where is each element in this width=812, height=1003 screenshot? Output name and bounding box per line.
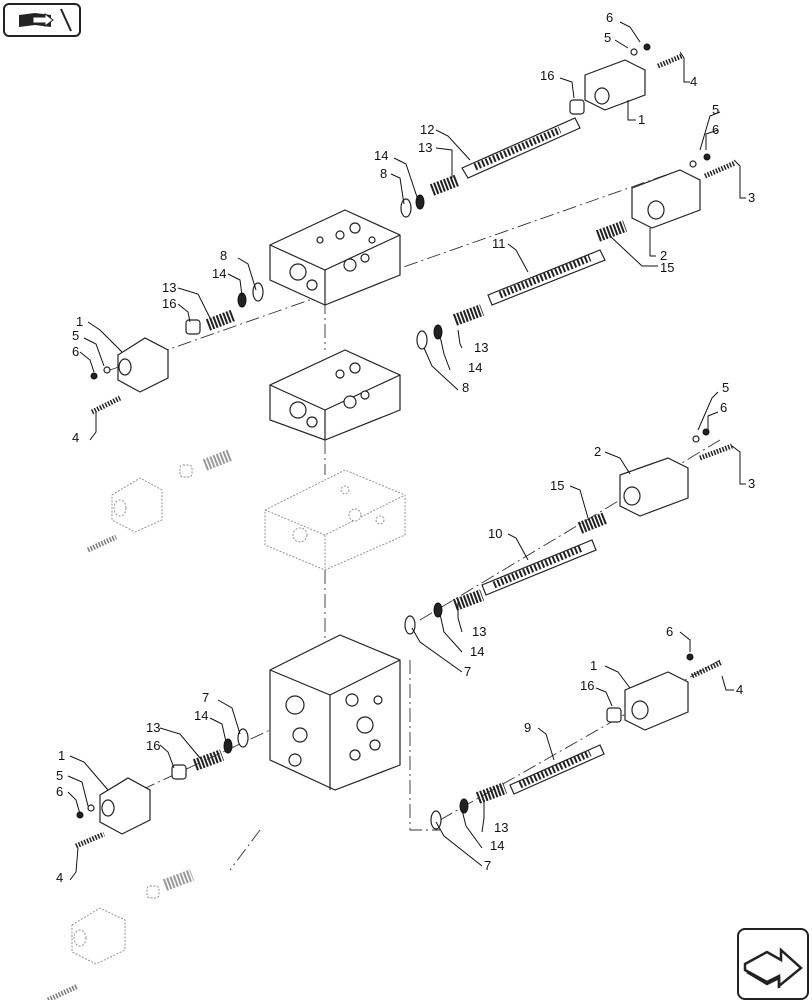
callout-label: 7	[484, 858, 491, 873]
callout-label: 16	[580, 678, 594, 693]
callout-label: 15	[550, 478, 564, 493]
callout-label: 13	[472, 624, 486, 639]
callout-label: 6	[720, 400, 727, 415]
callout-label: 9	[524, 720, 531, 735]
callout-label: 8	[220, 248, 227, 263]
callout-label: 4	[736, 682, 743, 697]
o-rings	[223, 194, 469, 830]
callout-label: 8	[380, 166, 387, 181]
spool-axis-top	[109, 169, 681, 371]
callout-label: 4	[72, 430, 79, 445]
callout-label: 4	[690, 74, 697, 89]
callout-label: 13	[474, 340, 488, 355]
callout-label: 7	[202, 690, 209, 705]
screws	[46, 53, 736, 1000]
next-page-arrow-icon	[743, 947, 803, 989]
callout-label: 14	[468, 360, 482, 375]
callout-label: 14	[470, 644, 484, 659]
leader-lines	[67, 21, 746, 881]
spool-axis-left2	[229, 829, 261, 871]
callout-label: 1	[590, 658, 597, 673]
solenoid-cap-top-right	[584, 59, 646, 111]
spool-11	[487, 249, 606, 306]
callout-label: 5	[604, 30, 611, 45]
callout-label: 10	[488, 526, 502, 541]
nuts-washers	[76, 43, 711, 819]
callout-label: 11	[492, 236, 506, 251]
callout-label: 15	[660, 260, 674, 275]
callout-label: 16	[146, 738, 160, 753]
spool-10	[481, 539, 597, 596]
callout-label: 8	[462, 380, 469, 395]
callout-label: 6	[606, 10, 613, 25]
nav-back-button[interactable]	[3, 3, 81, 37]
spool-12	[461, 117, 581, 179]
callout-label: 5	[722, 380, 729, 395]
callout-label: 12	[420, 122, 434, 137]
callout-labels: 6 5 4 16 1 12 13 14 8 5 6 3 11 2 15 8 14…	[56, 10, 755, 885]
inlet-valve-block	[269, 634, 401, 791]
callout-label: 7	[464, 664, 471, 679]
callout-label: 6	[712, 122, 719, 137]
callout-label: 13	[494, 820, 508, 835]
solenoid-cap-lower-left	[99, 777, 151, 835]
valve-section-block-2	[269, 349, 401, 441]
callout-label: 3	[748, 190, 755, 205]
callout-label: 14	[490, 838, 504, 853]
book-arrow-icon	[19, 8, 72, 32]
callout-label: 13	[162, 280, 176, 295]
callout-label: 16	[162, 296, 176, 311]
callout-label: 6	[56, 784, 63, 799]
callout-label: 6	[72, 344, 79, 359]
callout-label: 1	[76, 314, 83, 329]
solenoid-cap-mid-left	[111, 477, 163, 533]
callout-label: 5	[72, 328, 79, 343]
callout-label: 2	[660, 248, 667, 263]
spool-axis-lower	[409, 660, 440, 831]
callout-label: 13	[418, 140, 432, 155]
callout-label: 3	[748, 476, 755, 491]
valve-section-block-3	[264, 469, 406, 571]
nav-next-button[interactable]	[737, 928, 809, 1000]
solenoid-cap-bottom-left	[71, 907, 126, 965]
callout-label: 16	[540, 68, 554, 83]
callout-label: 14	[212, 266, 226, 281]
callout-label: 14	[194, 708, 208, 723]
callout-label: 5	[712, 102, 719, 117]
callout-label: 5	[56, 768, 63, 783]
callout-label: 2	[594, 444, 601, 459]
callout-label: 1	[638, 112, 645, 127]
callout-label: 1	[58, 748, 65, 763]
spring-groups	[162, 174, 628, 891]
solenoid-cap-lower-right	[624, 671, 689, 731]
plugs	[146, 99, 622, 899]
valve-section-block-1	[269, 209, 401, 306]
solenoid-cap-upper-left	[117, 337, 169, 393]
callout-label: 6	[666, 624, 673, 639]
solenoid-cap-mid-right	[619, 457, 689, 517]
spool-9	[509, 744, 605, 795]
solenoid-cap-upper-right	[631, 169, 701, 229]
callout-label: 13	[146, 720, 160, 735]
callout-label: 14	[374, 148, 388, 163]
callout-label: 4	[56, 870, 63, 885]
